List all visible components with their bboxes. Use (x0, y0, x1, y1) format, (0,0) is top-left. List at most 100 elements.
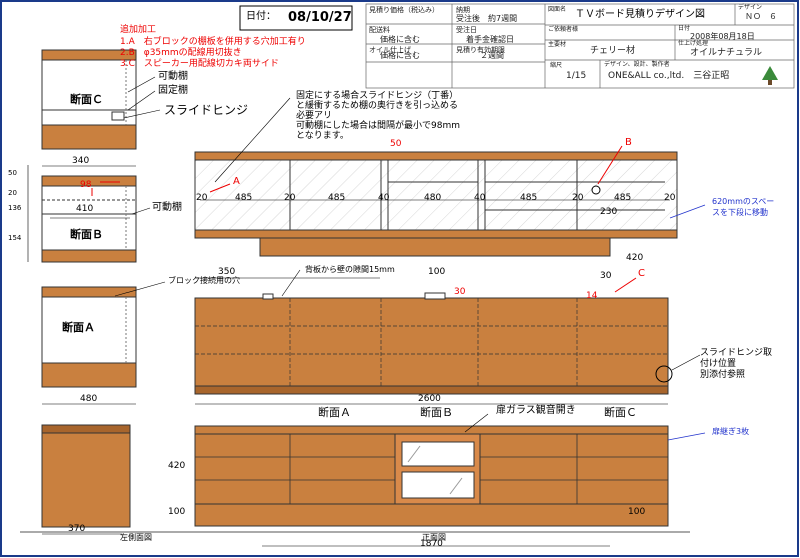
dim-20-plan: 20 (284, 193, 296, 203)
dim-100-right: 100 (628, 507, 646, 517)
section-a-label: 断面Ａ (62, 321, 95, 334)
dim-136: 136 (8, 204, 22, 212)
dim-420: 420 (168, 461, 186, 471)
dim-50: 50 (8, 169, 17, 177)
drawing-name-label: 図面名 (548, 6, 567, 13)
dim-420-width: 420 (626, 253, 644, 263)
fixed-shelf-label: 固定棚 (158, 85, 188, 96)
dim-40-plan: 40 (474, 193, 486, 203)
scale-label: 縮尺 (550, 62, 563, 69)
finish-value: オイルナチュラル (690, 48, 763, 58)
title-block (365, 3, 795, 89)
hinge-pos-note: 別添付参照 (700, 370, 746, 380)
dim-40-plan: 40 (378, 193, 390, 203)
date-label: 日付： (246, 11, 276, 22)
plan-view (194, 151, 678, 257)
oil-label: オイル仕上げ (369, 46, 411, 54)
dim-370: 370 (68, 524, 86, 534)
design-no-label: デザイン (738, 4, 763, 11)
delivery-label: 納期 (456, 6, 470, 14)
section-c-drawing (41, 49, 137, 150)
additional-work-item: 2.B φ35mmの配線用切抜き (120, 48, 242, 58)
section-b-label: 断面Ｂ (70, 228, 103, 241)
hinge-note-line: 必要アリ (296, 111, 333, 121)
section-c-label: 断面Ｃ (70, 93, 103, 106)
hinge-pos-note: 付け位置 (700, 359, 737, 369)
dim-98: 98 (80, 180, 92, 190)
drawer-grain-note: 扉継ぎ3枚 (712, 427, 750, 436)
dim-480-plan: 480 (424, 193, 442, 203)
price-label: 見積り価格（税込み） (369, 6, 439, 14)
validity-label: 見積り有効期限 (456, 46, 505, 54)
date-value: 08/10/27 (288, 10, 352, 25)
glass-door-note: 扉ガラス観音開き (496, 405, 576, 416)
dim-485-plan: 485 (235, 193, 253, 203)
dim-20-plan: 20 (664, 193, 676, 203)
dim-20: 20 (8, 189, 17, 197)
front-label-c: 断面Ｃ (604, 406, 637, 419)
front-view-label: 正面図 (422, 533, 446, 542)
maker-value: ONE&ALL co.,ltd. 三谷正昭 (608, 71, 730, 81)
dim-20-plan: 20 (572, 193, 584, 203)
hinge-note-line: 固定にする場合スライドヒンジ（丁番） (296, 91, 459, 101)
design-no: ＮＯ ６ (745, 12, 777, 21)
hinge-note-line: と緩衝するため棚の奥行きを引っ込める (296, 101, 459, 111)
scale-value: 1/15 (566, 71, 587, 81)
movable-shelf-label: 可動棚 (158, 71, 188, 82)
material-label: 主要材 (548, 41, 567, 48)
dim-340: 340 (72, 156, 90, 166)
oil-value: 価格に含む (380, 51, 420, 60)
space-move-note: 620mmのスペー (712, 197, 775, 206)
dim-485-plan: 485 (328, 193, 346, 203)
date-field-value: 2008年08月18日 (690, 32, 755, 41)
material-value: チェリー材 (590, 46, 636, 56)
dim-20-plan: 20 (196, 193, 208, 203)
shipping-label: 配送料 (369, 26, 390, 34)
dim-100: 100 (168, 507, 186, 517)
dim-1870: 1870 (420, 539, 443, 549)
dim-100-back: 100 (428, 267, 446, 277)
side-view-label: 左側面図 (120, 533, 152, 542)
order-label: 受注日 (456, 26, 477, 34)
dim-410: 410 (76, 204, 94, 214)
dim-350: 350 (218, 267, 236, 277)
marker-a: A (233, 176, 240, 187)
hinge-note-line: 可動棚にした場合は間隔が最小で98mm (296, 121, 460, 131)
dim-2600: 2600 (418, 394, 441, 404)
blue-leaders (667, 204, 706, 441)
slide-hinge-label: スライドヒンジ (164, 103, 249, 117)
logo-tree (762, 66, 778, 80)
date-field-label: 日付 (678, 25, 691, 32)
front-label-a: 断面Ａ (318, 406, 351, 419)
marker-b: B (625, 137, 632, 148)
dim-485-plan: 485 (520, 193, 538, 203)
block-holes-label: ブロック接続用の穴 (168, 276, 240, 285)
additional-work-item: 1.A 右ブロックの棚板を併用する穴加工有り (120, 37, 306, 47)
dim-485-plan: 485 (614, 193, 632, 203)
dim-50-plan: 50 (390, 139, 402, 149)
dim-14: 14 (586, 291, 598, 301)
delivery-value: 受注後 約7週間 (456, 14, 518, 23)
hinge-note-line: となります。 (296, 131, 349, 141)
maker-label: デザイン、設計、製作者 (604, 61, 670, 68)
space-move-note: スを下段に移動 (712, 208, 768, 217)
marker-c: C (638, 268, 645, 279)
front-label-b: 断面Ｂ (420, 406, 453, 419)
dim-154: 154 (8, 234, 22, 242)
left-dimensions (27, 165, 136, 535)
dim-480-side: 480 (80, 394, 98, 404)
additional-work-item: 3.C スピーカー用配線切カキ両サイド (120, 59, 279, 69)
red-markers (91, 145, 637, 293)
drawing-name: ＴＶボード見積りデザイン図 (575, 9, 705, 20)
hinge-pos-note: スライドヒンジ取 (700, 348, 773, 358)
shipping-value: 価格に含む (380, 35, 420, 44)
dim-30-back: 30 (454, 287, 466, 297)
additional-work-title: 追加加工 (120, 25, 157, 35)
front-elevation (150, 425, 690, 547)
back-gap-note: 背板から壁の隙間15mm (305, 265, 395, 274)
note-leaders (114, 76, 701, 433)
dim-230: 230 (600, 207, 618, 217)
back-view (194, 277, 673, 405)
